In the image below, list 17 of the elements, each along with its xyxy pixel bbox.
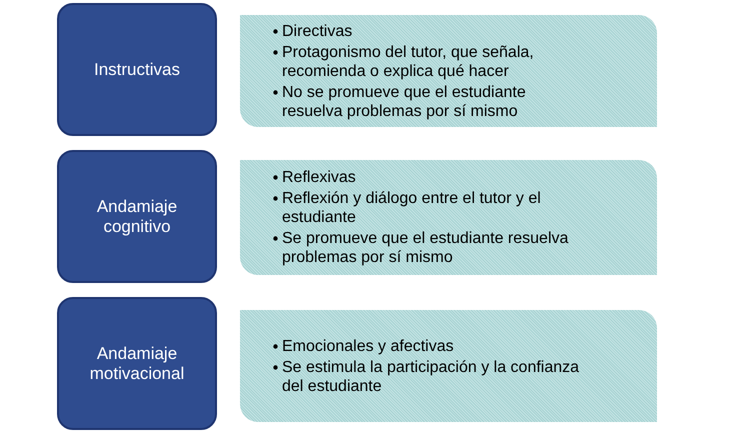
bullet-item: Reflexión y diálogo entre el tutor y el estudiante bbox=[282, 189, 542, 227]
bullet-item: Emocionales y afectivas bbox=[282, 336, 455, 356]
bullet-item: No se promueve que el estudiante resuelva problemas por sí mismo bbox=[282, 82, 527, 120]
bullet-item: Protagonismo del tutor, que señala, recomienda o explica qué hacer bbox=[282, 42, 535, 80]
bullet-item: Se promueve que el estudiante resuelva problemas por sí mismo bbox=[282, 229, 570, 267]
category-box bbox=[57, 150, 217, 283]
bullet-item: Reflexivas bbox=[282, 168, 357, 187]
category-box bbox=[57, 3, 217, 136]
bullet-item: Directivas bbox=[282, 22, 354, 40]
bullet-item: Se estimula la participación y la confianza del estudiante bbox=[282, 358, 580, 396]
category-label: Andamiaje motivacional bbox=[88, 344, 186, 384]
description-panel bbox=[240, 310, 657, 422]
category-box bbox=[57, 297, 217, 430]
description-panel bbox=[240, 160, 657, 275]
description-panel bbox=[240, 15, 657, 127]
category-label: Andamiaje cognitivo bbox=[96, 196, 178, 236]
category-label: Instructivas bbox=[93, 60, 181, 80]
